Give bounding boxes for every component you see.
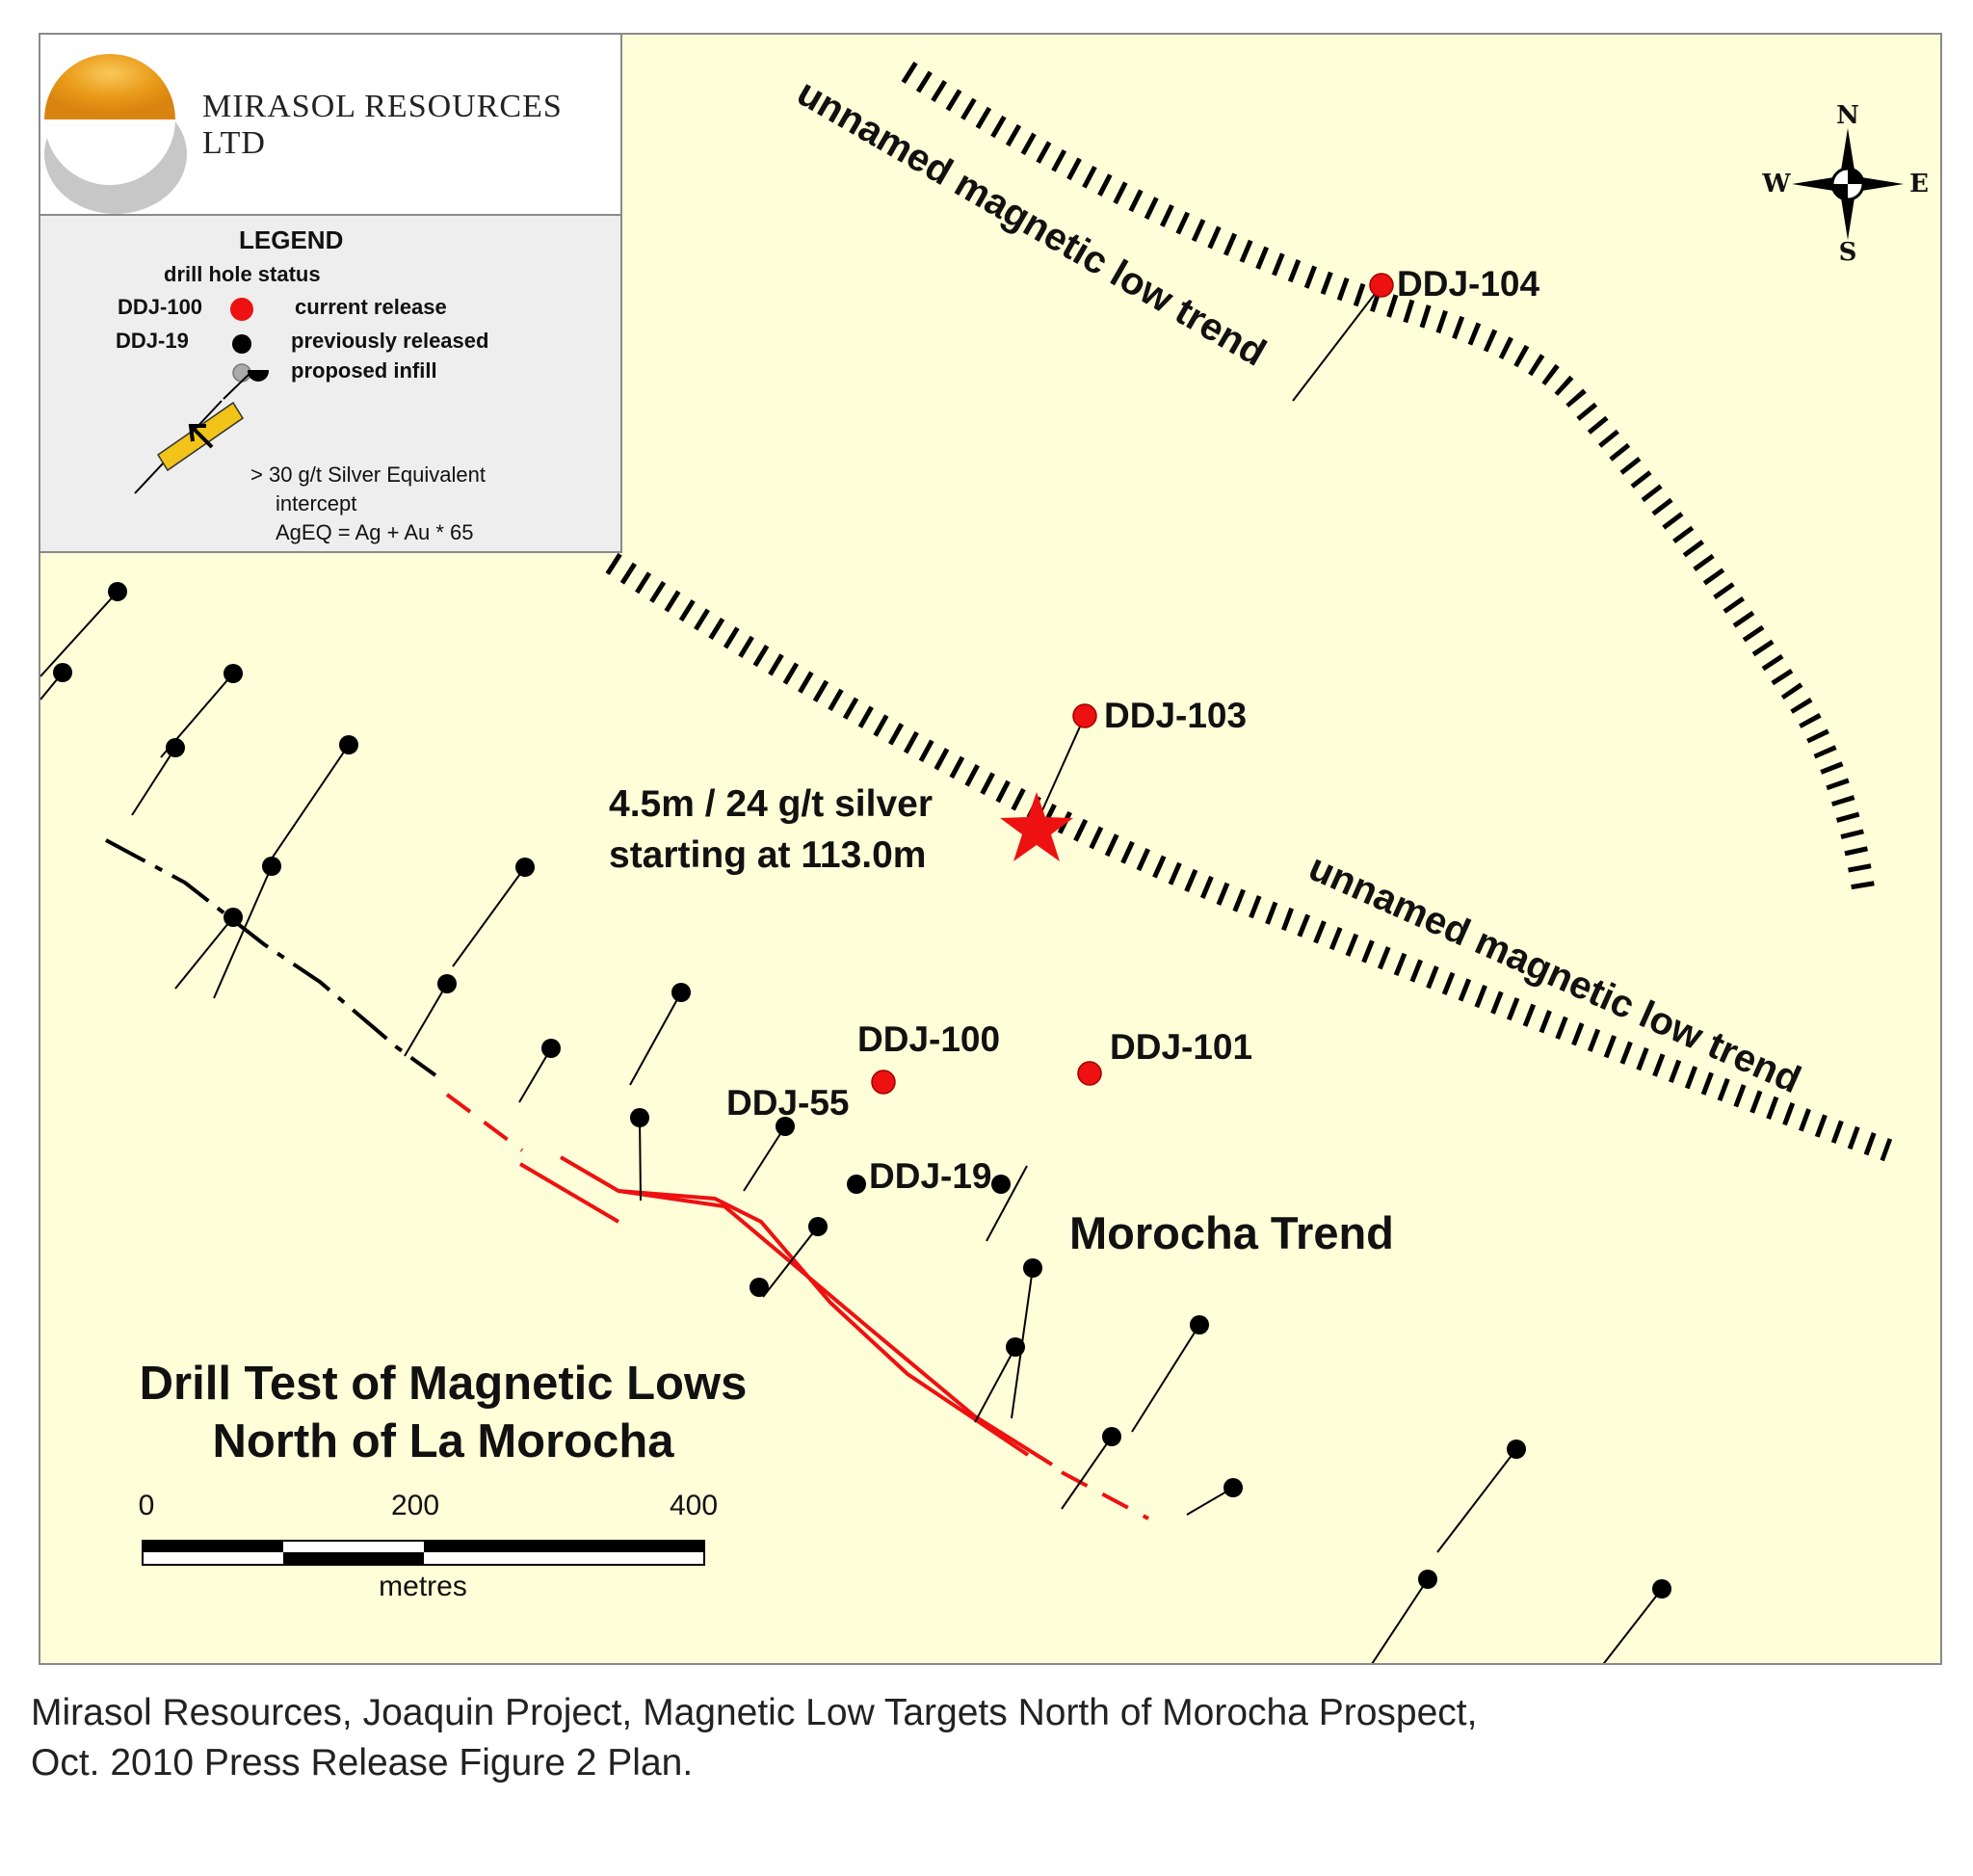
scale-tick-0: 0	[138, 1490, 155, 1521]
caption-line2: Oct. 2010 Press Release Figure 2 Plan.	[31, 1742, 694, 1784]
label-ddj-101: DDJ-101	[1110, 1027, 1253, 1067]
drill-traces	[40, 284, 1663, 1663]
map-canvas	[40, 61, 1904, 1663]
intercept-note-line1: 4.5m / 24 g/t silver	[609, 783, 934, 825]
legend-intercept-label-2: intercept	[276, 491, 357, 515]
legend-intercept-icon	[134, 370, 269, 494]
current-release-holes	[871, 273, 1394, 1095]
morocha-trend-label: Morocha Trend	[1069, 1207, 1394, 1258]
legend-subtitle: drill hole status	[164, 262, 321, 286]
label-ddj-100: DDJ-100	[857, 1019, 1001, 1059]
hole-ddj-103	[1072, 703, 1097, 728]
compass-w: W	[1762, 170, 1791, 198]
lower-magnetic-trend	[605, 552, 1893, 1162]
legend-label-previous: previously released	[291, 329, 489, 353]
label-ddj-19: DDJ-19	[869, 1156, 992, 1196]
upper-magnetic-trend	[901, 61, 1875, 890]
compass-n: N	[1836, 101, 1859, 130]
map-frame: MIRASOL RESOURCES LTD LEGEND drill hole …	[39, 33, 1942, 1665]
legend-example-previous: DDJ-19	[116, 329, 189, 353]
map-title-line2: North of La Morocha	[212, 1415, 674, 1467]
scale-unit: metres	[379, 1571, 467, 1602]
legend-black-dot-icon	[232, 334, 251, 354]
hole-ddj-100	[871, 1070, 896, 1095]
legend-intercept-formula: AgEQ = Ag + Au * 65	[276, 520, 474, 544]
legend-example-current: DDJ-100	[118, 295, 203, 319]
legend-intercept-label: > 30 g/t Silver Equivalent	[250, 462, 486, 487]
logo-box: MIRASOL RESOURCES LTD	[40, 35, 622, 216]
intercept-note-line2: starting at 113.0m	[609, 834, 927, 876]
figure-caption: Mirasol Resources, Joaquin Project, Magn…	[31, 1688, 1861, 1788]
company-logo	[44, 54, 187, 214]
legend: LEGEND drill hole status DDJ-100 current…	[40, 216, 622, 553]
legend-label-infill: proposed infill	[291, 358, 437, 383]
scale-tick-200: 200	[390, 1490, 440, 1521]
map-title: Drill Test of Magnetic Lows North of La …	[77, 1355, 809, 1470]
scale-tick-400: 400	[669, 1490, 719, 1521]
compass-rose	[1792, 128, 1904, 240]
legend-label-current: current release	[295, 295, 447, 319]
hole-ddj-104	[1369, 273, 1394, 298]
compass-s: S	[1838, 238, 1857, 267]
intercept-note: 4.5m / 24 g/t silver starting at 113.0m	[609, 779, 933, 881]
compass-e: E	[1909, 170, 1929, 198]
label-ddj-104: DDJ-104	[1397, 264, 1540, 304]
morocha-veins	[445, 1093, 1149, 1520]
previously-released-holes	[53, 582, 1671, 1599]
intercept-star	[1000, 792, 1073, 861]
legend-red-dot-icon	[230, 298, 253, 321]
legend-title: LEGEND	[239, 225, 344, 254]
hole-ddj-101	[1077, 1061, 1102, 1086]
company-name: MIRASOL RESOURCES LTD	[202, 89, 563, 161]
scale-bar	[142, 1540, 705, 1566]
map-title-line1: Drill Test of Magnetic Lows	[139, 1358, 748, 1410]
caption-line1: Mirasol Resources, Joaquin Project, Magn…	[31, 1692, 1478, 1733]
label-ddj-103: DDJ-103	[1104, 696, 1248, 735]
label-ddj-55: DDJ-55	[726, 1083, 850, 1123]
